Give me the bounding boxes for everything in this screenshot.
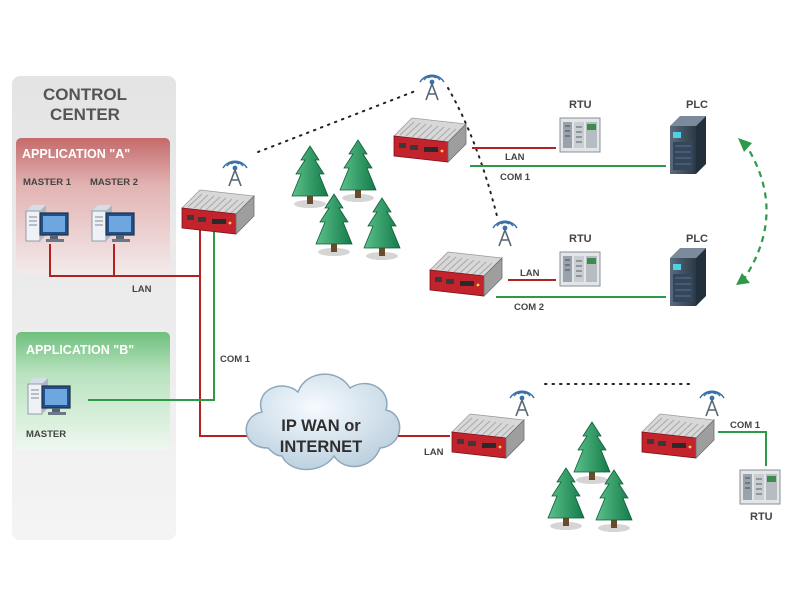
cloud-label-line2: INTERNET	[280, 438, 363, 456]
tree-icon	[339, 139, 377, 203]
master2-label: MASTER 2	[90, 177, 138, 188]
rtu-label-bottom: RTU	[750, 511, 773, 523]
plc-icon-mid	[669, 247, 707, 307]
control-center-title-line1: CONTROL	[43, 85, 127, 104]
router-icon-bottom-left	[451, 413, 525, 459]
rtu-icon-top	[559, 117, 601, 153]
cloud-label-line1: IP WAN or	[281, 417, 361, 435]
router-icon-main	[181, 189, 255, 235]
lan-label-bottom: LAN	[424, 447, 444, 458]
control-center-title-line2: CENTER	[50, 105, 120, 124]
application-b-panel	[16, 332, 170, 450]
tree-icon	[547, 467, 585, 531]
tree-icon	[291, 145, 329, 209]
rtu-label-top: RTU	[569, 99, 592, 111]
antenna-icon-bottom-right	[699, 390, 725, 417]
lan-label-top: LAN	[505, 152, 525, 163]
com1-label-bottom: COM 1	[730, 420, 761, 431]
plc-label-top: PLC	[686, 99, 708, 111]
tree-icon	[363, 197, 401, 261]
rtu-icon-mid	[559, 251, 601, 287]
antenna-icon-top	[419, 74, 445, 101]
plc-icon-top	[669, 115, 707, 175]
application-a-title: APPLICATION "A"	[22, 147, 130, 161]
router-icon-bottom-right	[641, 413, 715, 459]
plc-link-arrow	[741, 141, 768, 283]
antenna-icon-main	[222, 160, 248, 187]
plc-link-arrowhead-bottom	[736, 273, 750, 285]
lan-label-left: LAN	[132, 284, 152, 295]
tree-icon	[573, 421, 611, 485]
rtu-label-mid: RTU	[569, 233, 592, 245]
router-icon-mid	[429, 251, 503, 297]
com1-label-top: COM 1	[500, 172, 531, 183]
antenna-icon-bottom-left	[509, 390, 535, 417]
plc-label-mid: PLC	[686, 233, 708, 245]
com2-label-mid: COM 2	[514, 302, 544, 313]
antenna-icon-mid	[492, 220, 518, 247]
com1-line-bottom	[718, 431, 767, 466]
lan-label-mid: LAN	[520, 268, 540, 279]
rtu-icon-bottom	[739, 469, 781, 505]
plc-link-arrowhead-top	[738, 138, 752, 152]
application-b-title: APPLICATION "B"	[26, 343, 134, 357]
wireless-links	[257, 87, 691, 385]
master1-label: MASTER 1	[23, 177, 72, 188]
com1-line-left	[88, 228, 215, 401]
ip-wan-cloud-icon	[245, 373, 401, 471]
master-label: MASTER	[26, 429, 66, 440]
router-icon-top	[393, 117, 467, 163]
control-center-lan-lines	[49, 220, 250, 437]
com1-label-left: COM 1	[220, 354, 251, 365]
